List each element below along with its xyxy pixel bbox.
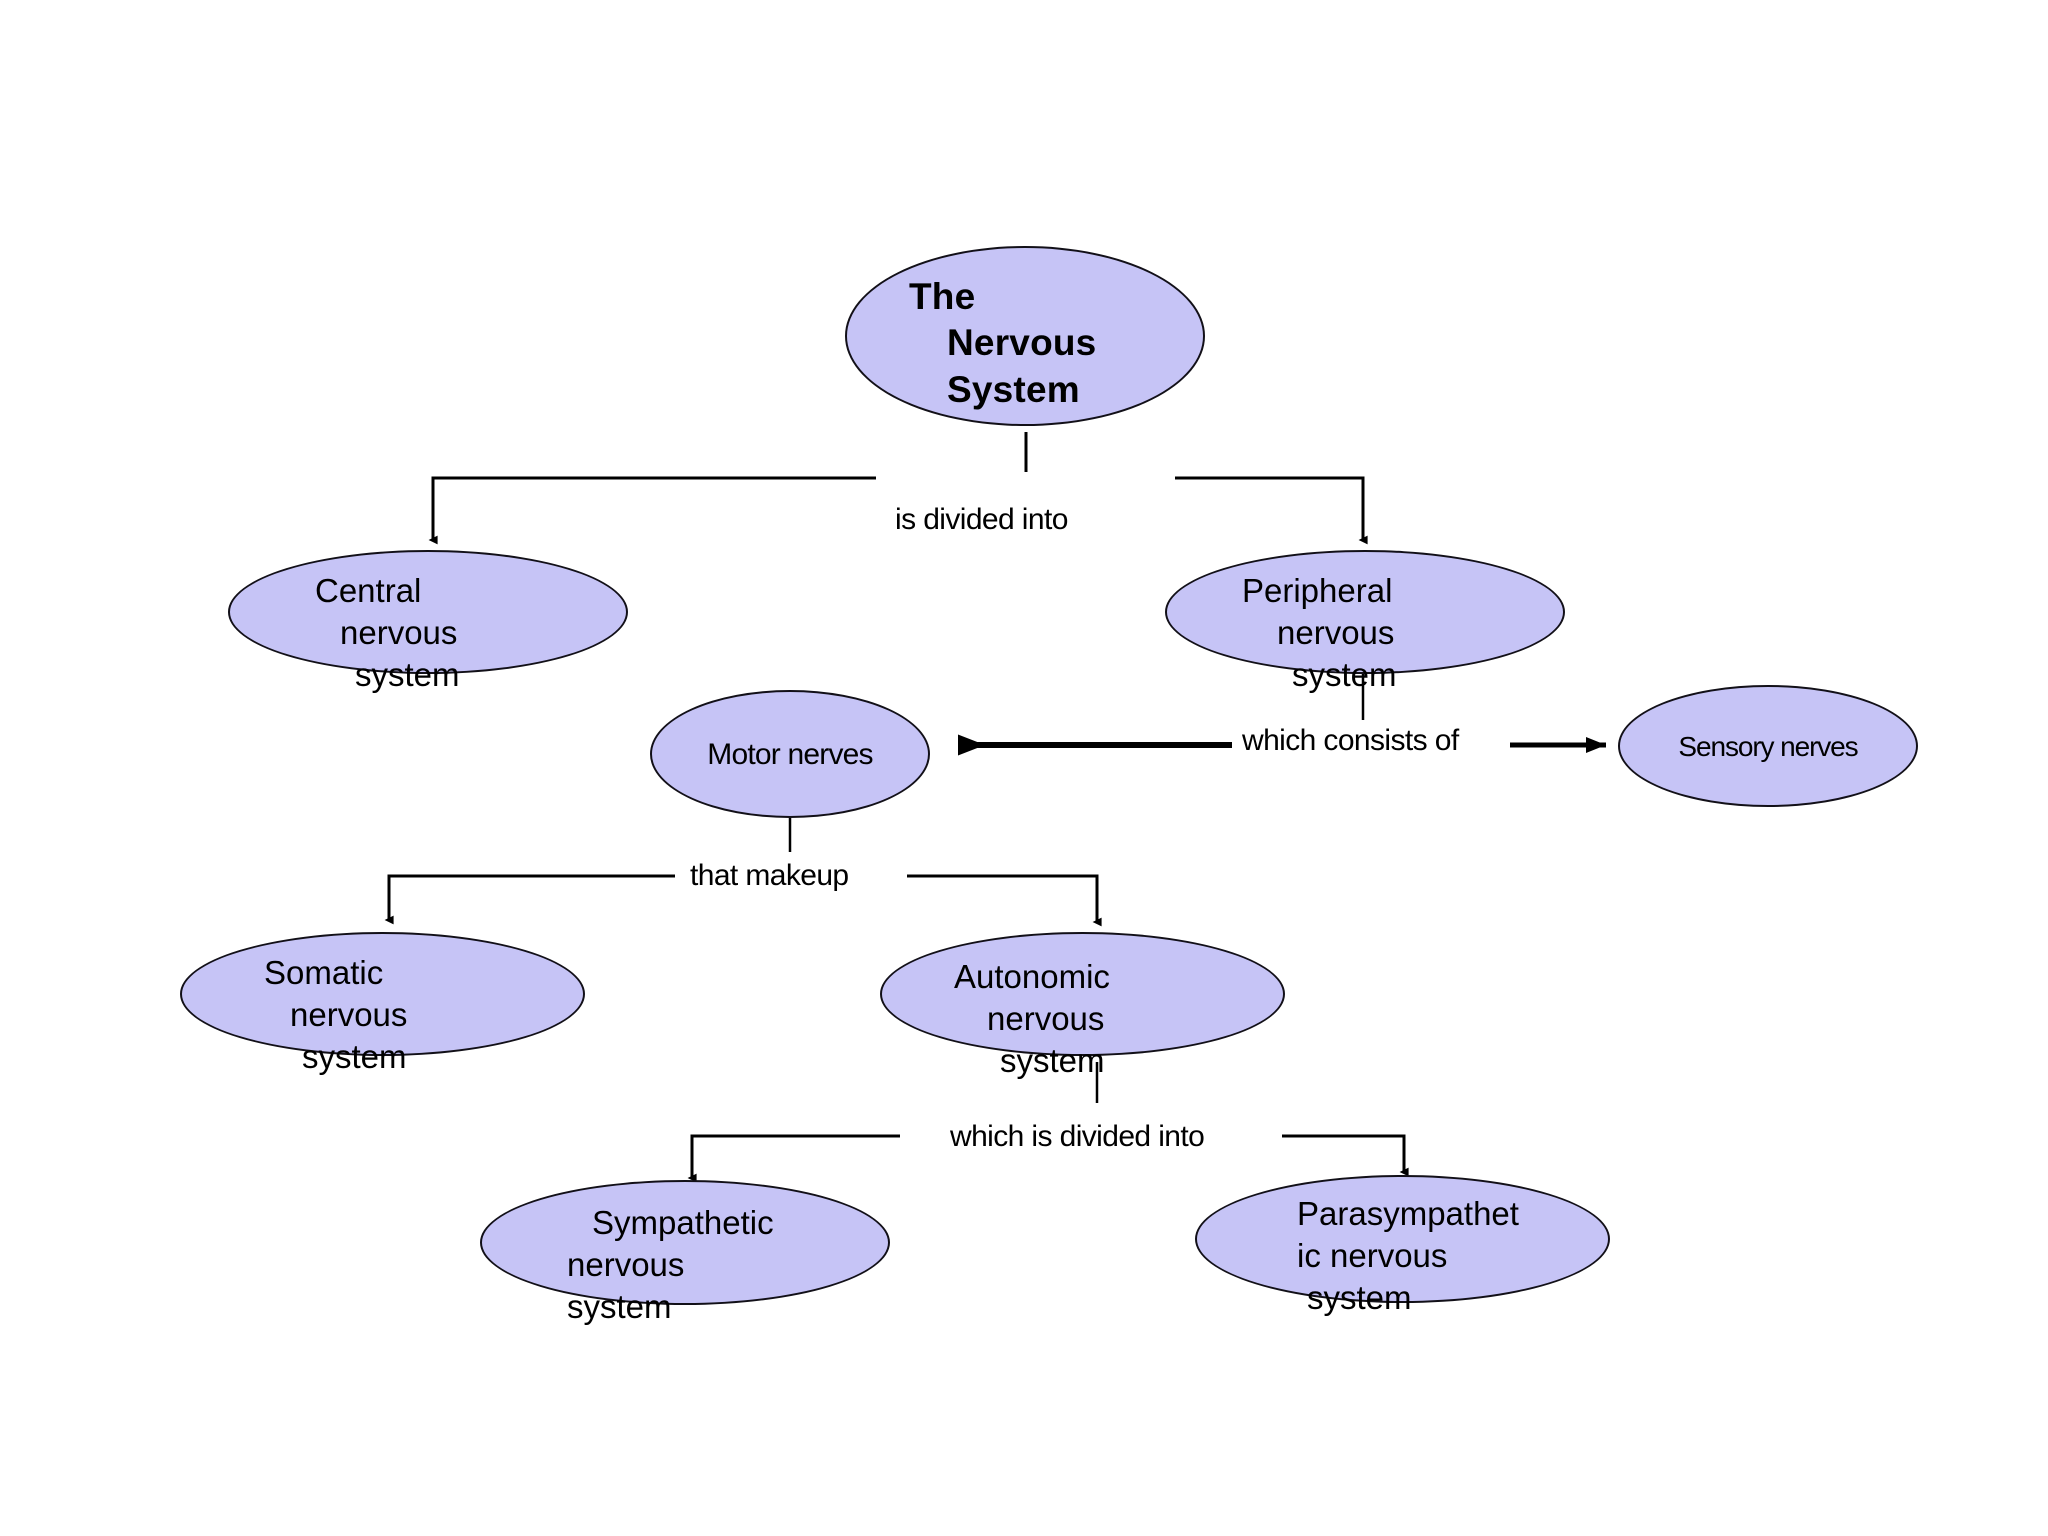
node-parasympathetic-nervous-system[interactable]: Parasympathet ic nervous system: [1195, 1175, 1610, 1316]
node-label: Motor nerves: [652, 736, 928, 774]
node-label-line: Central: [315, 572, 422, 609]
node-label: Somatic nervous system: [182, 952, 583, 1079]
node-label-line: nervous: [1277, 614, 1395, 652]
node-sensory-nerves[interactable]: Sensory nerves: [1618, 685, 1918, 807]
node-label-line: Nervous: [947, 322, 1097, 364]
node-label-line: Peripheral: [1242, 572, 1393, 609]
node-label-line: The: [909, 276, 976, 317]
node-label-line: nervous: [340, 614, 458, 652]
edge-autonomic-to-parasympathetic: [1282, 1134, 1409, 1177]
node-peripheral-nervous-system[interactable]: Peripheral nervous system: [1165, 550, 1565, 693]
node-label-line: Autonomic: [954, 958, 1110, 995]
edge-label-which-is-divided-into: which is divided into: [950, 1120, 1205, 1153]
node-label-line: ic nervous: [1297, 1237, 1448, 1275]
node-label-line: system: [1292, 656, 1397, 694]
node-label-line: system: [302, 1038, 407, 1076]
node-the-nervous-system[interactable]: The Nervous System: [845, 246, 1205, 426]
node-sympathetic-nervous-system[interactable]: Sympathetic nervous system: [480, 1180, 890, 1325]
node-autonomic-nervous-system[interactable]: Autonomic nervous system: [880, 932, 1285, 1079]
edge-label-is-divided-into: is divided into: [895, 503, 1068, 536]
node-label-line: system: [355, 656, 460, 694]
edge-label-which-consists-of: which consists of: [1242, 724, 1459, 757]
node-label-line: Somatic: [264, 954, 384, 991]
node-label: The Nervous System: [847, 274, 1203, 413]
node-label-line: Sympathetic: [592, 1204, 774, 1241]
node-label-line: nervous: [290, 996, 408, 1034]
edge-root-to-peripheral: [1175, 476, 1368, 545]
node-label-line: System: [947, 368, 1080, 410]
node-label-line: system: [1000, 1042, 1105, 1080]
node-label-line: system: [1307, 1279, 1412, 1317]
edge-autonomic-to-sympathetic: [687, 1134, 900, 1183]
node-label-line: Parasympathet: [1297, 1195, 1519, 1232]
node-label: Sensory nerves: [1620, 729, 1916, 765]
node-label-line: nervous: [567, 1246, 685, 1284]
node-label: Peripheral nervous system: [1167, 570, 1563, 697]
node-somatic-nervous-system[interactable]: Somatic nervous system: [180, 932, 585, 1075]
node-label-line: Motor nerves: [707, 738, 873, 771]
node-label: Parasympathet ic nervous system: [1197, 1193, 1608, 1320]
node-central-nervous-system[interactable]: Central nervous system: [228, 550, 628, 693]
edge-label-that-makeup: that makeup: [690, 859, 849, 892]
edge-root-to-central: [428, 476, 876, 545]
node-label-line: Sensory nerves: [1678, 731, 1858, 762]
edge-motor-to-somatic: [384, 874, 675, 925]
node-motor-nerves[interactable]: Motor nerves: [650, 690, 930, 818]
edge-motor-to-autonomic: [907, 874, 1102, 927]
node-label: Central nervous system: [230, 570, 626, 697]
node-label-line: nervous: [987, 1000, 1105, 1038]
node-label-line: system: [567, 1288, 672, 1326]
node-label: Sympathetic nervous system: [482, 1202, 888, 1329]
node-label: Autonomic nervous system: [882, 956, 1283, 1083]
